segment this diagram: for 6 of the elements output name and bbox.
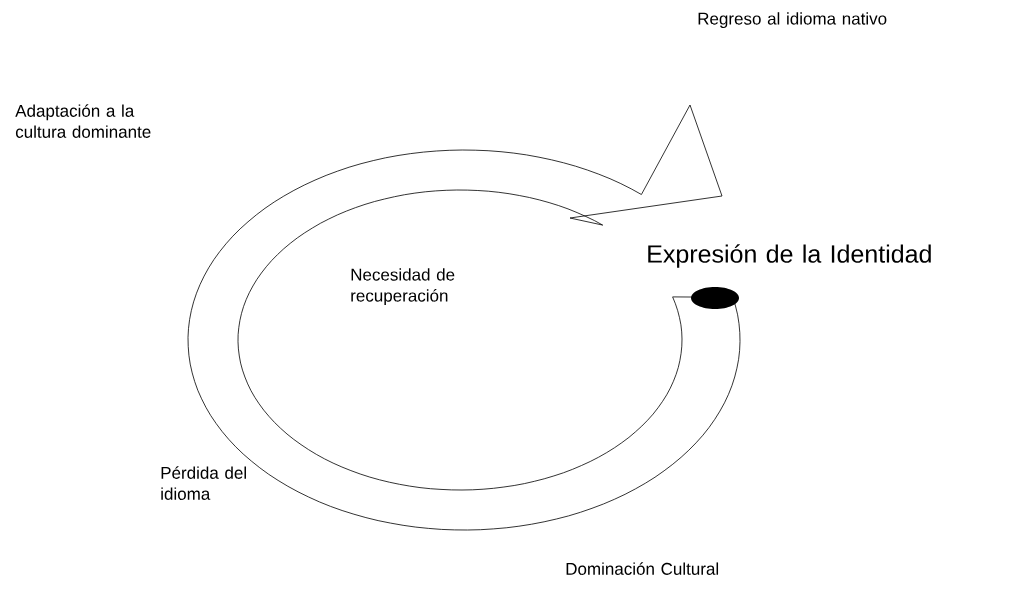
label-text: Regreso al idioma nativo [698,12,887,29]
label-text: Expresión de la Identidad [648,244,931,268]
label-text: Adaptación a la cultura dominante [15,104,151,138]
label-text: Necesidad de recuperación [351,268,455,306]
label-text: Dominación Cultural [566,562,719,575]
label-text: Pérdida del idioma [161,466,246,500]
